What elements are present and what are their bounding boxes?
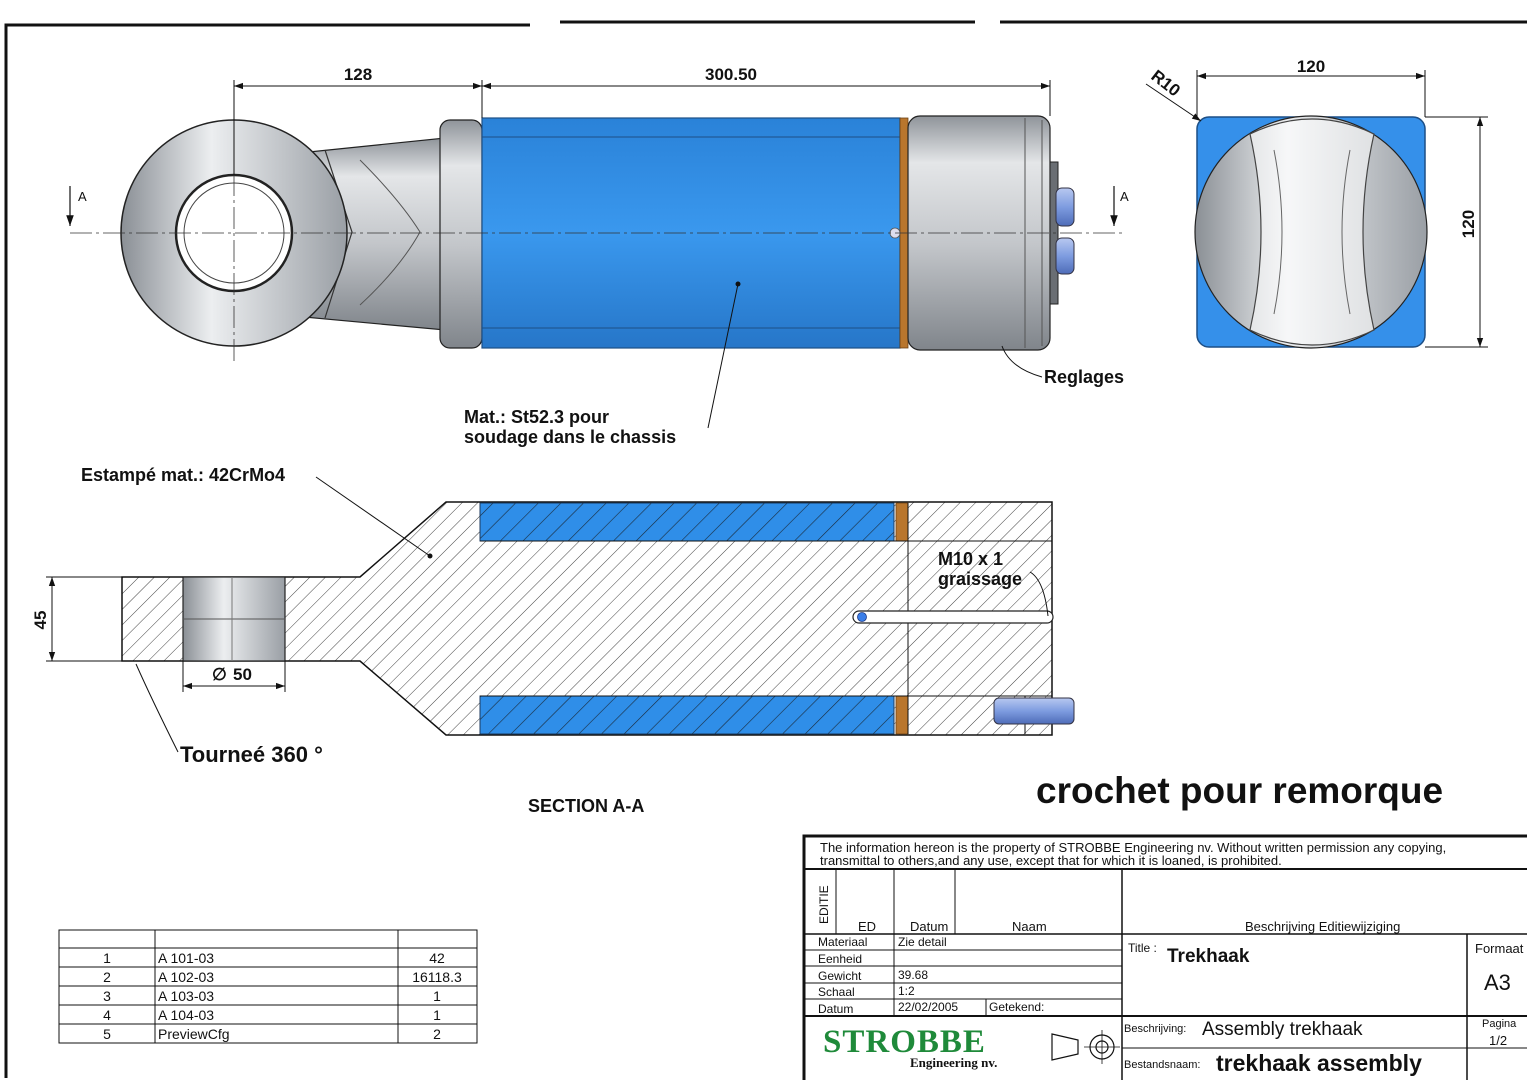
eenheid-label: Eenheid <box>818 952 862 966</box>
formaat-value: A3 <box>1484 970 1511 995</box>
bom-item: 1 <box>103 950 111 966</box>
section-bolt <box>993 697 1075 725</box>
title-value: Trekhaak <box>1167 946 1250 967</box>
note-material-2: soudage dans le chassis <box>464 427 676 447</box>
bom-part: A 101-03 <box>158 950 214 966</box>
title-label: Title : <box>1128 941 1157 955</box>
gewicht-value: 39.68 <box>898 968 928 982</box>
col-naam: Naam <box>1012 919 1047 934</box>
formaat-label: Formaat <box>1475 941 1524 956</box>
note-thread-1: M10 x 1 <box>938 549 1003 569</box>
bom-rows: 1 A 101-03 42 2 A 102-03 16118.3 3 A 103… <box>103 950 462 1042</box>
note-turned: Tourneé 360 ° <box>180 742 323 767</box>
bom-item: 3 <box>103 988 111 1004</box>
section-tube-top <box>479 502 895 542</box>
beschrijving-value: Assembly trekhaak <box>1202 1019 1363 1040</box>
dim-bore-diameter-symbol: ∅ <box>212 665 227 684</box>
pagina-value: 1/2 <box>1489 1033 1507 1048</box>
bom-item: 5 <box>103 1026 111 1042</box>
drawing-frame <box>4 20 1527 1078</box>
bestandsnaam-value: trekhaak assembly <box>1216 1050 1422 1076</box>
disclaimer-line-1: The information hereon is the property o… <box>820 840 1446 855</box>
note-material-1: Mat.: St52.3 pour <box>464 407 609 427</box>
grease-channel <box>852 610 1054 624</box>
editie-label: EDITIE <box>817 885 831 924</box>
bom-qty: 16118.3 <box>412 969 462 985</box>
bom-part: A 102-03 <box>158 969 214 985</box>
materiaal-value: Zie detail <box>898 935 947 949</box>
col-ed: ED <box>858 919 876 934</box>
section-marker-left: A <box>78 189 87 204</box>
title-block <box>802 834 1527 1080</box>
dim-end-height: 120 <box>1459 210 1478 238</box>
bom-qty: 1 <box>433 988 441 1004</box>
col-datum: Datum <box>910 919 948 934</box>
bestandsnaam-label: Bestandsnaam: <box>1124 1059 1200 1071</box>
getekend-label: Getekend: <box>989 1000 1044 1014</box>
note-reglages: Reglages <box>1044 367 1124 387</box>
adjust-bolt-top <box>1055 187 1075 227</box>
bom-item: 4 <box>103 1007 111 1023</box>
pagina-label: Pagina <box>1482 1018 1517 1030</box>
dim-bore-diameter: 50 <box>233 665 252 684</box>
section-view: 45 ∅ 50 <box>31 476 1075 753</box>
schaal-label: Schaal <box>818 985 855 999</box>
projection-symbol-icon <box>1051 1030 1120 1064</box>
section-body <box>121 501 1053 736</box>
dim-end-width: 120 <box>1297 57 1325 76</box>
gewicht-label: Gewicht <box>818 969 862 983</box>
disclaimer-line-2: transmittal to others,and any use, excep… <box>820 853 1282 868</box>
section-marker-right: A <box>1120 189 1129 204</box>
bom-qty: 42 <box>429 950 445 966</box>
drawing-title: crochet pour remorque <box>1036 770 1443 811</box>
bom-part: PreviewCfg <box>158 1026 230 1042</box>
bom-item: 2 <box>103 969 111 985</box>
bom-part: A 104-03 <box>158 1007 214 1023</box>
collar-flange <box>439 119 483 349</box>
end-view: 120 120 R10 <box>1145 57 1488 349</box>
materiaal-label: Materiaal <box>818 935 867 949</box>
dim-tube-length: 300.50 <box>705 65 757 84</box>
beschrijving-label: Beschrijving: <box>1124 1023 1186 1035</box>
neck-wedge <box>324 149 353 319</box>
bom-qty: 2 <box>433 1026 441 1042</box>
bom-table <box>58 929 478 1044</box>
bom-part: A 103-03 <box>158 988 214 1004</box>
company-logo: STROBBE <box>823 1024 986 1060</box>
col-beschrijving: Beschrijving Editiewijziging <box>1245 919 1400 934</box>
dim-section-thickness: 45 <box>31 611 50 630</box>
company-sub: Engineering nv. <box>910 1055 997 1070</box>
schaal-value: 1:2 <box>898 984 915 998</box>
datum-value: 22/02/2005 <box>898 1000 958 1014</box>
datum-label: Datum <box>818 1002 853 1016</box>
note-thread-2: graissage <box>938 569 1022 589</box>
section-label: SECTION A-A <box>528 796 644 816</box>
dim-corner-radius: R10 <box>1148 66 1184 100</box>
adjust-bolt-bottom <box>1055 237 1075 275</box>
section-tube-bottom <box>479 695 895 735</box>
dim-eye-length: 128 <box>344 65 372 84</box>
bom-qty: 1 <box>433 1007 441 1023</box>
note-forged: Estampé mat.: 42CrMo4 <box>81 465 285 485</box>
top-view: A A 128 300.50 <box>66 65 1129 429</box>
